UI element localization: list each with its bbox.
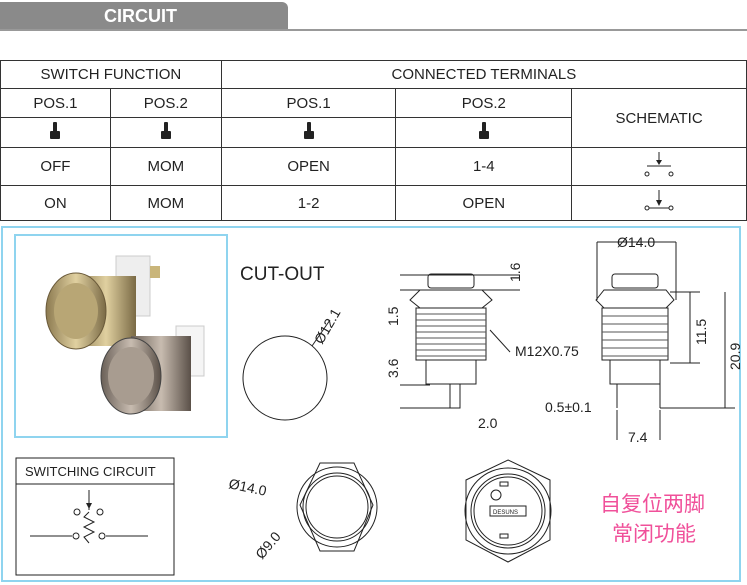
cell: 1-2 — [220, 185, 397, 221]
product-photo — [14, 234, 228, 438]
dim-3-6: 3.6 — [385, 358, 401, 378]
dim-pin: 0.5±0.1 — [545, 399, 592, 415]
button-up-icon — [50, 121, 61, 140]
dim-7-4: 7.4 — [628, 429, 648, 445]
divider — [0, 29, 747, 31]
header-switch-function: SWITCH FUNCTION — [0, 60, 222, 89]
cell: ON — [0, 185, 111, 221]
front-dia14: Ø14.0 — [227, 475, 268, 499]
button-down-icon — [478, 121, 489, 140]
dim-1-6: 1.6 — [507, 262, 523, 282]
dim-1-5: 1.5 — [385, 306, 401, 326]
dim-dia14: Ø14.0 — [617, 234, 655, 250]
cutout-label: CUT-OUT — [240, 264, 325, 285]
schematic-closed-icon — [644, 190, 674, 211]
cell: OFF — [0, 147, 111, 186]
cn-feature-line2: 常闭功能 — [612, 523, 696, 546]
logo-text: DESUNS — [493, 510, 518, 516]
ct-pos1: POS.1 — [220, 88, 397, 118]
button-up-icon — [303, 121, 314, 140]
cutout-dia: Ø12.1 — [311, 305, 344, 346]
cell: MOM — [109, 147, 222, 186]
cell: MOM — [109, 185, 222, 221]
dim-2-0: 2.0 — [478, 415, 498, 431]
thread-label: M12X0.75 — [515, 343, 579, 359]
cell: 1-4 — [395, 147, 573, 186]
switch-photo-image — [45, 255, 205, 415]
section-title: CIRCUIT — [0, 2, 288, 29]
dim-11-5: 11.5 — [693, 319, 709, 345]
button-down-icon — [160, 121, 171, 140]
dim-20-9: 20.9 — [727, 343, 743, 370]
cn-feature-line1: 自复位两脚 — [600, 493, 705, 516]
cutout-circle — [242, 335, 328, 421]
header-connected-terminals: CONNECTED TERMINALS — [220, 60, 747, 89]
front-dia9: Ø9.0 — [252, 528, 284, 562]
drawing-panel — [1, 226, 741, 582]
switching-circuit-title: SWITCHING CIRCUIT — [25, 464, 156, 479]
sf-pos2: POS.2 — [109, 88, 222, 118]
schematic-open-icon — [644, 151, 674, 176]
header-schematic: SCHEMATIC — [571, 88, 747, 148]
cell: OPEN — [220, 147, 397, 186]
ct-pos2: POS.2 — [395, 88, 573, 118]
